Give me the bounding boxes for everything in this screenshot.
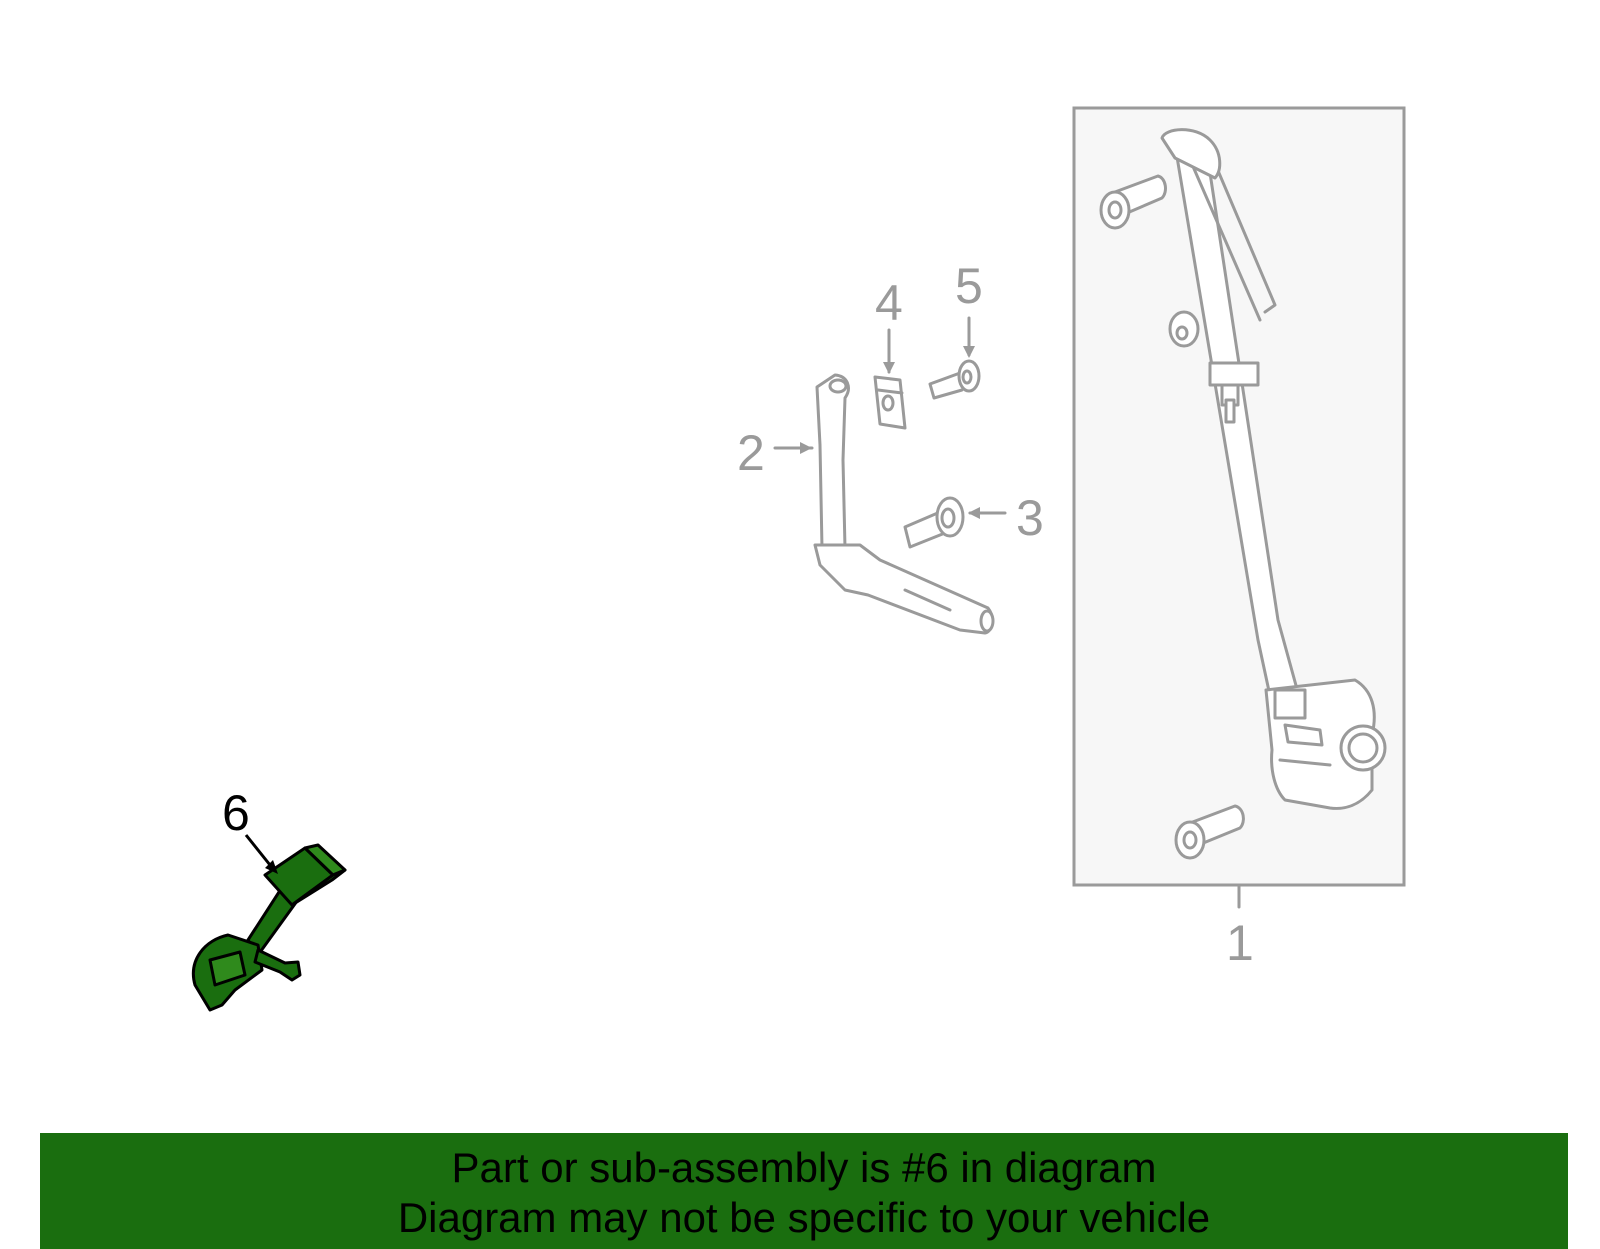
part-4-clip bbox=[873, 375, 907, 430]
callout-1: 1 bbox=[1226, 915, 1254, 971]
callout-4: 4 bbox=[875, 275, 903, 331]
callout-5: 5 bbox=[955, 258, 983, 314]
callout-6: 6 bbox=[222, 785, 250, 841]
callout-3: 3 bbox=[1016, 490, 1044, 546]
part-5-screw bbox=[928, 359, 981, 400]
part-6-buckle bbox=[192, 843, 347, 1012]
part-1-nut bbox=[1168, 310, 1200, 348]
part-1-bolt-top bbox=[1099, 174, 1167, 230]
part-2-anchor bbox=[813, 373, 995, 635]
banner-line-2: Diagram may not be specific to your vehi… bbox=[397, 1194, 1211, 1241]
part-1-seat-belt-assembly bbox=[1099, 128, 1387, 860]
part-3-bolt bbox=[903, 496, 965, 549]
callout-2: 2 bbox=[737, 425, 765, 481]
part-1-bolt-bottom bbox=[1174, 804, 1245, 860]
banner-line-1: Part or sub-assembly is #6 in diagram bbox=[451, 1144, 1157, 1191]
info-banner: Part or sub-assembly is #6 in diagram Di… bbox=[40, 1133, 1568, 1249]
